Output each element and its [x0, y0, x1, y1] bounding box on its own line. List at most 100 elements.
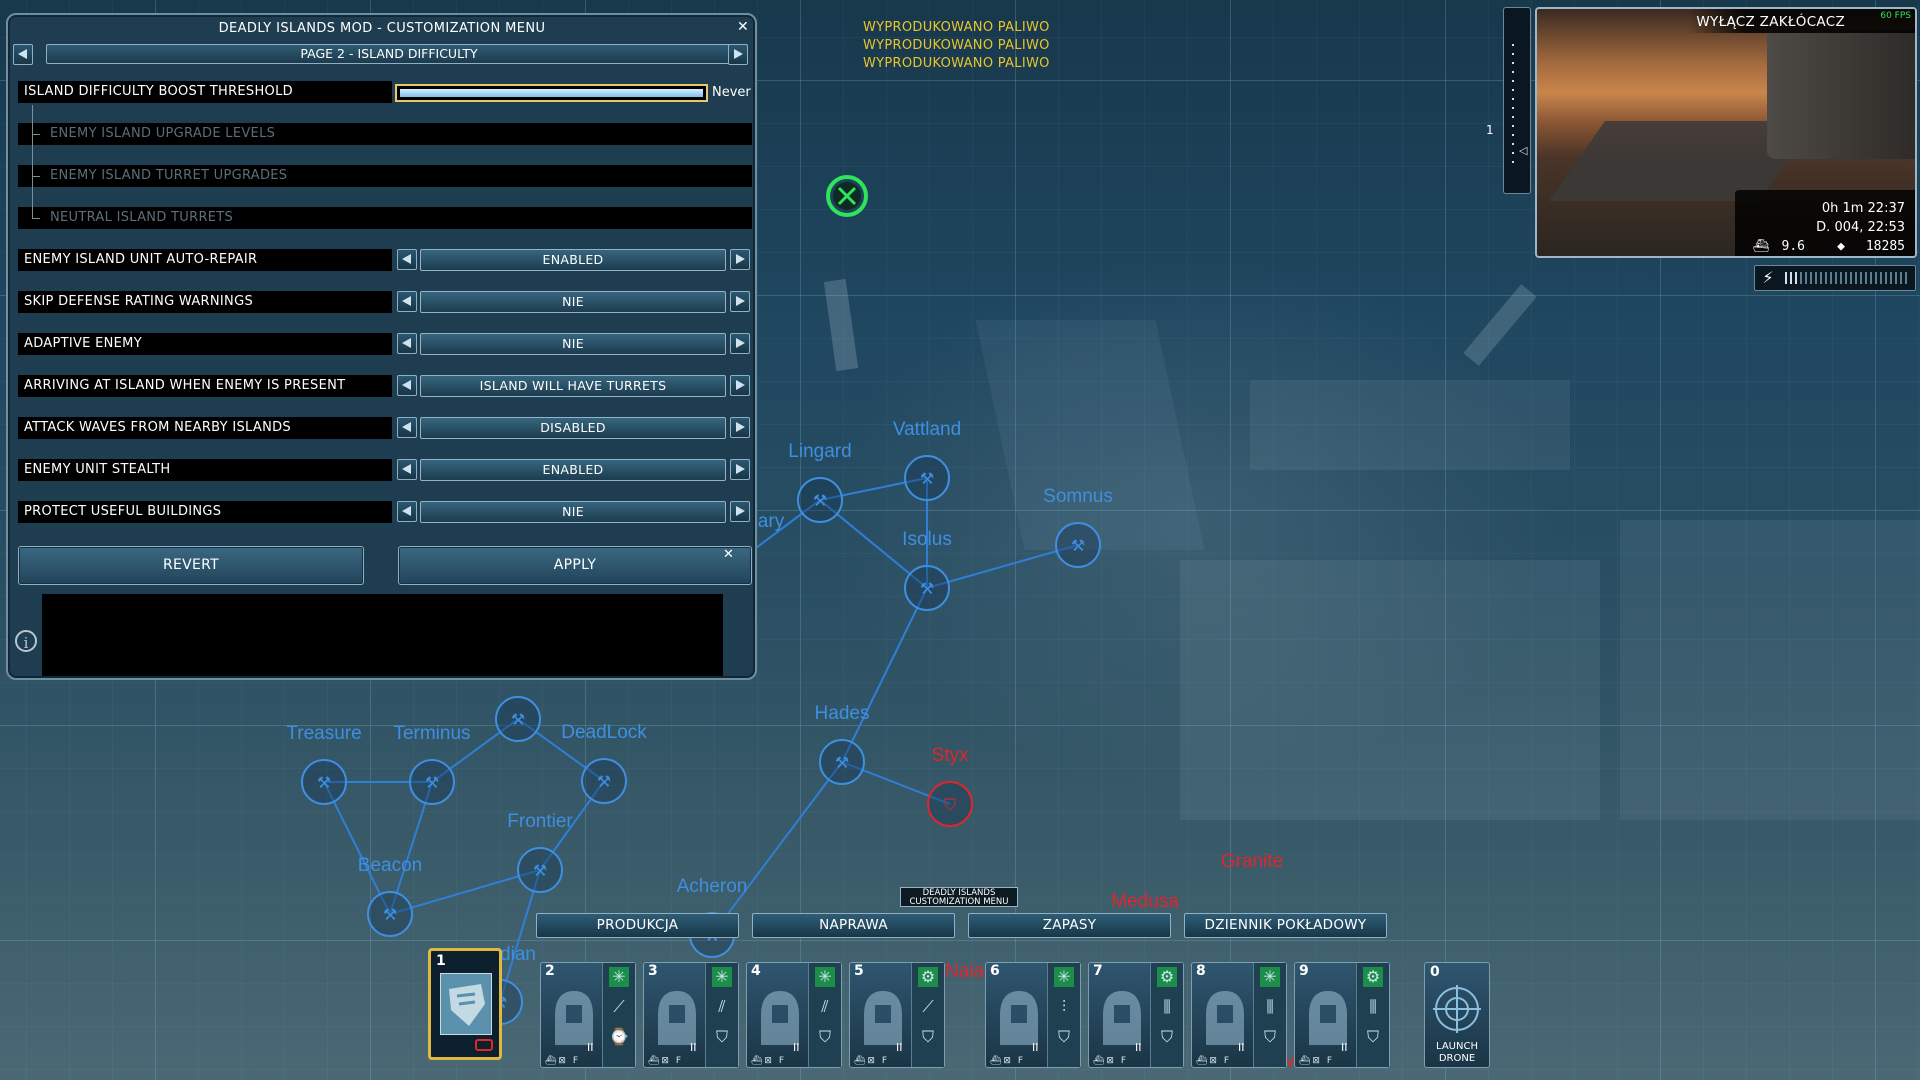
island-name[interactable]: Terminus [393, 723, 471, 744]
loadout-icon[interactable]: ⌚ [609, 1027, 629, 1046]
tab-produkcja[interactable]: PRODUKCJA [536, 913, 739, 938]
island-node[interactable] [819, 739, 865, 785]
option-prev-button[interactable] [397, 333, 417, 354]
island-node[interactable] [495, 696, 541, 742]
unit-silhouette-icon [1309, 991, 1347, 1045]
unit-slot-1[interactable]: 1 [428, 948, 502, 1060]
loadout-icon[interactable]: ⫼ [1163, 997, 1171, 1016]
island-node[interactable] [409, 759, 455, 805]
option-value-protect-buildings[interactable]: NIE [420, 501, 726, 523]
apply-close-icon[interactable]: ✕ [723, 547, 734, 562]
info-icon[interactable]: i [15, 630, 37, 652]
option-prev-button[interactable] [397, 375, 417, 396]
option-prev-button[interactable] [397, 291, 417, 312]
option-next-button[interactable] [730, 459, 750, 480]
page-next-button[interactable] [728, 44, 748, 65]
island-node[interactable] [367, 891, 413, 937]
boost-threshold-slider[interactable] [395, 84, 708, 102]
loadout-icon[interactable]: ⚙ [1157, 967, 1177, 987]
island-name[interactable]: Styx [931, 745, 969, 766]
island-name[interactable]: Somnus [1043, 486, 1113, 507]
launch-drone-button[interactable]: 0 LAUNCH DRONE [1424, 962, 1490, 1068]
loadout-icon[interactable]: ✳ [609, 967, 629, 987]
island-name[interactable]: dian [500, 944, 536, 965]
tab-zapasy[interactable]: ZAPASY [968, 913, 1171, 938]
loadout-icon[interactable]: ⛉ [921, 1027, 934, 1046]
page-prev-button[interactable] [13, 44, 33, 65]
option-next-button[interactable] [730, 375, 750, 396]
menu-close-icon[interactable]: ✕ [737, 19, 749, 35]
loadout-icon[interactable]: ⛉ [715, 1027, 728, 1046]
island-name[interactable]: DeadLock [561, 722, 647, 743]
camera-feed[interactable]: WYŁĄCZ ZAKŁÓCACZ 60 FPS 0h 1m 22:37 D. 0… [1535, 7, 1917, 258]
island-node[interactable] [581, 758, 627, 804]
loadout-icon[interactable]: ⫼ [1266, 997, 1274, 1016]
option-prev-button[interactable] [397, 249, 417, 270]
island-name[interactable]: Frontier [507, 811, 573, 832]
island-name[interactable]: Hades [814, 703, 870, 724]
island-name[interactable]: Acheron [676, 876, 748, 897]
loadout-icon[interactable]: ✳ [712, 967, 732, 987]
island-node[interactable] [797, 477, 843, 523]
option-value-auto-repair[interactable]: ENABLED [420, 249, 726, 271]
island-name[interactable]: Treasure [286, 723, 362, 744]
loadout-icon[interactable]: ⛉ [1160, 1027, 1173, 1046]
tab-dziennik[interactable]: DZIENNIK POKŁADOWY [1184, 913, 1387, 938]
option-value-adaptive-enemy[interactable]: NIE [420, 333, 726, 355]
island-name[interactable]: ary [757, 511, 785, 532]
loadout-icon[interactable]: ✳ [1054, 967, 1074, 987]
option-next-button[interactable] [730, 333, 750, 354]
island-name[interactable]: Vattland [892, 419, 962, 440]
island-node[interactable] [904, 455, 950, 501]
altitude-bar[interactable]: 1 ◁ [1486, 7, 1531, 194]
loadout-icon[interactable]: ⚙ [1363, 967, 1383, 987]
option-value-skip-warnings[interactable]: NIE [420, 291, 726, 313]
loadout-icon[interactable]: ⟋ [922, 997, 934, 1016]
loadout-icon[interactable]: ⟋ [613, 997, 625, 1016]
island-node[interactable] [1055, 522, 1101, 568]
loadout-icon[interactable]: ⫽ [718, 997, 726, 1016]
island-name[interactable]: Isolus [902, 529, 952, 550]
revert-button[interactable]: REVERT [18, 546, 364, 585]
island-node[interactable] [904, 565, 950, 611]
island-node[interactable] [301, 759, 347, 805]
island-name[interactable]: Naiad [945, 961, 995, 982]
option-next-button[interactable] [730, 501, 750, 522]
loadout-icon[interactable]: ⫼ [1369, 997, 1377, 1016]
loadout-icon[interactable]: ⛉ [818, 1027, 831, 1046]
island-name[interactable]: Beacon [357, 855, 423, 876]
island-node[interactable] [927, 781, 973, 827]
option-prev-button[interactable] [397, 417, 417, 438]
loadout-icon[interactable]: ⫽ [821, 997, 829, 1016]
apply-button[interactable]: APPLY [398, 546, 752, 585]
option-prev-button[interactable] [397, 459, 417, 480]
loadout-icon[interactable]: ⫶ [1061, 997, 1066, 1016]
loadout-icon[interactable]: ✳ [815, 967, 835, 987]
option-prev-button[interactable] [397, 501, 417, 522]
loadout-icon[interactable]: ⚙ [918, 967, 938, 987]
island-name[interactable]: Granite [1220, 851, 1284, 872]
loadout-icon[interactable]: ⛉ [1057, 1027, 1070, 1046]
option-next-button[interactable] [730, 417, 750, 438]
option-value-attack-waves[interactable]: DISABLED [420, 417, 726, 439]
island-name[interactable]: Medusa [1111, 891, 1179, 912]
island-node[interactable] [517, 847, 563, 893]
waypoint-crosshair-icon[interactable] [825, 174, 869, 218]
loadout-icon[interactable]: ⛉ [1263, 1027, 1276, 1046]
option-next-button[interactable] [730, 291, 750, 312]
loadout-icon[interactable]: ⛉ [1366, 1027, 1379, 1046]
island-name[interactable]: Lingard [788, 441, 852, 462]
option-next-button[interactable] [730, 249, 750, 270]
loadout-icon[interactable]: ✳ [1260, 967, 1280, 987]
option-value-unit-stealth[interactable]: ENABLED [420, 459, 726, 481]
option-value-arriving-enemy[interactable]: ISLAND WILL HAVE TURRETS [420, 375, 726, 397]
tab-naprawa[interactable]: NAPRAWA [752, 913, 955, 938]
